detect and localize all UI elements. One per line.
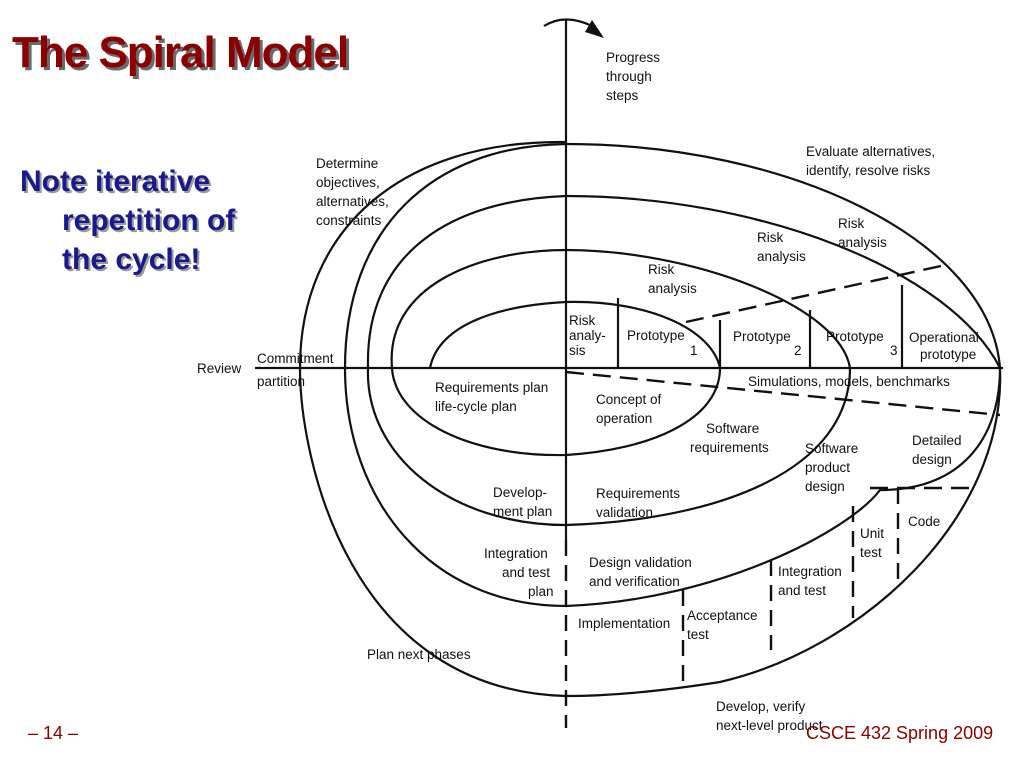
simulations-label: Simulations, models, benchmarks bbox=[748, 374, 950, 389]
review-label: Review bbox=[197, 361, 242, 376]
operational-prototype-label: Operational prototype bbox=[909, 330, 983, 362]
determine-objectives-label: Determine objectives, alternatives, cons… bbox=[316, 156, 393, 228]
prototype-3-label: Prototype 3 bbox=[826, 329, 898, 358]
page-number: – 14 – bbox=[28, 723, 79, 743]
risk-analysis-3-label: Risk analysis bbox=[757, 230, 806, 264]
partition-label: partition bbox=[257, 374, 305, 389]
spiral-loop-4 bbox=[565, 142, 1002, 698]
dashed-line-upper bbox=[685, 262, 951, 324]
risk-analysis-2-label: Risk analysis bbox=[648, 262, 697, 296]
acceptance-test-label: Acceptance test bbox=[687, 608, 761, 642]
development-plan-label: Develop- ment plan bbox=[493, 485, 552, 519]
slide-title: The Spiral Model bbox=[12, 28, 349, 77]
integration-test-plan-label: Integration and test plan bbox=[484, 546, 554, 599]
commitment-label: Commitment bbox=[257, 351, 334, 366]
course-footer: CSCE 432 Spring 2009 bbox=[806, 723, 994, 743]
slide-note: Note iterative repetition of the cycle! bbox=[20, 162, 280, 279]
integration-and-test-label: Integration and test bbox=[778, 564, 846, 598]
prototype-2-label: Prototype 2 bbox=[733, 329, 802, 358]
code-label: Code bbox=[908, 514, 940, 529]
plan-next-phases-label: Plan next phases bbox=[367, 647, 471, 662]
detailed-design-label: Detailed design bbox=[912, 433, 965, 467]
risk-analysis-outer-label: Risk analysis bbox=[838, 216, 887, 250]
software-product-design-label: Software product design bbox=[805, 441, 862, 494]
progress-arrowhead bbox=[585, 20, 604, 38]
note-line: repetition of bbox=[62, 204, 236, 237]
spiral-loop-3 bbox=[343, 142, 1002, 608]
spiral-outer-arc bbox=[298, 140, 567, 698]
requirements-plan-label: Requirements plan life-cycle plan bbox=[435, 380, 552, 414]
progress-label: Progress through steps bbox=[606, 50, 664, 103]
evaluate-alternatives-label: Evaluate alternatives, identify, resolve… bbox=[806, 144, 939, 178]
spiral-loop-2 bbox=[366, 194, 852, 527]
note-line: Note iterative bbox=[20, 165, 211, 198]
concept-of-operation-label: Concept of operation bbox=[596, 392, 665, 426]
unit-test-label: Unit test bbox=[860, 526, 888, 560]
implementation-label: Implementation bbox=[578, 616, 670, 631]
note-line: the cycle! bbox=[62, 243, 201, 276]
risk-analysis-1-label: Risk analy- sis bbox=[569, 313, 610, 358]
spiral-loop-1 bbox=[390, 248, 722, 457]
dashed-line-lower bbox=[565, 370, 1001, 417]
requirements-validation-label: Requirements validation bbox=[596, 486, 684, 520]
design-validation-label: Design validation and verification bbox=[589, 555, 696, 589]
software-requirements-label: Software requirements bbox=[690, 421, 769, 455]
prototype-1-label: Prototype 1 bbox=[627, 328, 698, 358]
develop-verify-label: Develop, verify next-level product bbox=[716, 699, 823, 733]
